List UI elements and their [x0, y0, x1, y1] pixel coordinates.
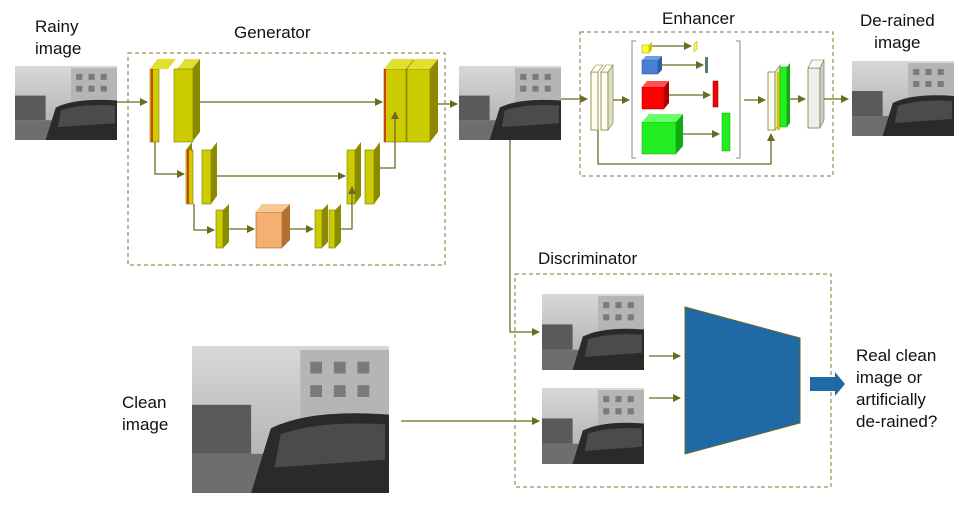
- enhancer-pool-blue: [641, 56, 708, 75]
- generator-output-image: [459, 66, 561, 140]
- clean-image: [192, 346, 389, 493]
- generator-decoder-block-3: [314, 204, 341, 249]
- arrows: [117, 42, 849, 425]
- rainy-image: [15, 66, 117, 140]
- generator-bottleneck-block: [255, 204, 290, 249]
- clean-image-label: Clean image: [122, 393, 169, 434]
- generator-decoder-block-2: [346, 142, 380, 205]
- discriminator-title: Discriminator: [538, 249, 638, 268]
- enhancer-pyramid-bracket: [631, 40, 741, 159]
- discriminator-input-image-1: [542, 294, 644, 370]
- enhancer-concat-block: [767, 63, 790, 131]
- enhancer-box: [579, 31, 834, 177]
- enhancer-title: Enhancer: [662, 9, 735, 28]
- enhancer-pool-green: [641, 112, 731, 155]
- rainy-image-label: Rainy image: [35, 17, 82, 58]
- generator-encoder-block-2: [185, 142, 217, 205]
- generator-encoder-block-1: [149, 59, 200, 143]
- discriminator-question: Real clean image or artificially de-rain…: [856, 346, 938, 431]
- enhancer-output-block: [807, 59, 825, 129]
- enhancer-input-block: [590, 64, 614, 131]
- discriminator-input-image-2: [542, 388, 644, 464]
- generator-decoder-block-1: [383, 59, 438, 143]
- derained-image: [852, 61, 954, 136]
- enhancer-pool-red: [641, 80, 719, 110]
- derained-image-label: De-rained image: [860, 11, 935, 52]
- generator-box: [127, 52, 446, 266]
- generator-encoder-block-3: [215, 204, 229, 249]
- enhancer-pool-yellow: [641, 40, 698, 54]
- generator-title: Generator: [234, 23, 311, 42]
- discriminator-output-arrow: [810, 372, 845, 396]
- discriminator-network: [684, 306, 801, 455]
